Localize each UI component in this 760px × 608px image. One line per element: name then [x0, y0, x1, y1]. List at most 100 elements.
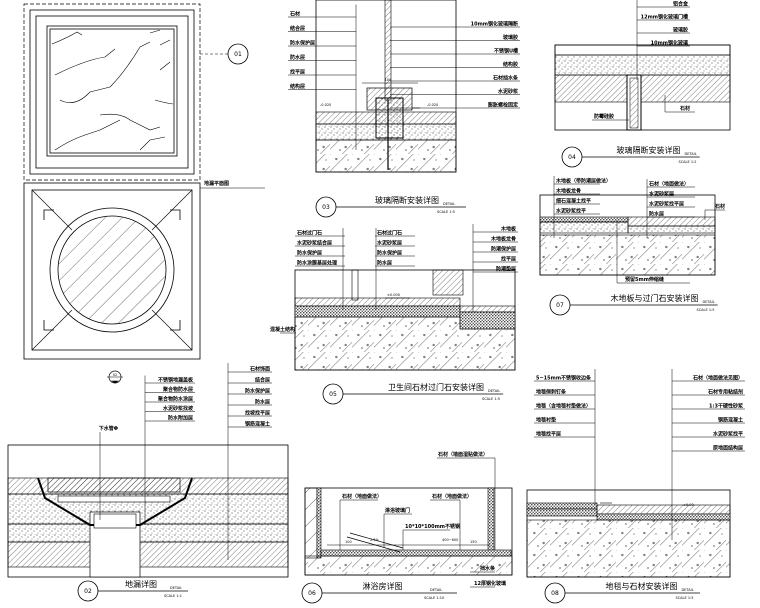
door-frame: [351, 269, 359, 301]
annotation-label: 玻璃胶: [673, 27, 688, 34]
annotation-label: 石材专用粘结剂: [707, 389, 743, 396]
annotation-label: 石材: [289, 11, 300, 18]
annotation-label: 下水管Φ: [99, 425, 118, 432]
mortar: [596, 513, 731, 521]
detail-scale: SCALE 1:2: [679, 160, 697, 164]
drain-ring: [49, 207, 175, 333]
annotation-label: 细石混凝土找平: [556, 198, 591, 205]
steel-channel: [375, 97, 404, 139]
annotation-label: 10mm钢化玻璃: [651, 40, 688, 47]
annotation-label: 石材: [714, 203, 725, 210]
annotation-label: 防水保护层: [245, 388, 270, 395]
detail-number: 04: [568, 154, 576, 161]
drawing-region: [46, 25, 178, 157]
drawing-region: [31, 189, 193, 351]
annotation-label: 石材（地面做法）: [431, 493, 472, 500]
annotation-label: 挡水条: [479, 565, 495, 572]
material-layer: [554, 74, 731, 103]
annotation-label: 150: [470, 540, 477, 544]
drain-seal: [57, 495, 171, 503]
annotation-label: 防水保护层: [290, 40, 315, 47]
stone-threshold: [294, 297, 461, 307]
detail-scale: SCALE 1:5: [676, 596, 694, 600]
corner-mark: [170, 320, 181, 331]
wall-finish: [487, 487, 495, 554]
annotation-label: 石材（墙面湿贴做法）: [437, 451, 488, 458]
annotation-label: 防水附加层: [168, 415, 193, 422]
annotation-label: 防潮保护层: [491, 246, 516, 253]
annotation-label: 10*10*100mm不锈钢: [405, 523, 460, 530]
material-layer: [7, 541, 289, 568]
annotation-label: 12mm钢化玻璃门槽: [641, 14, 688, 21]
detail-tag: DETAIL: [430, 588, 442, 592]
annotation-label: 木地板: [500, 226, 517, 233]
annotation-label: 结构层: [290, 83, 305, 90]
annotation-label: 结构胶: [503, 61, 518, 68]
slab: [304, 555, 513, 576]
detail-title: 地毯与石材安装详图: [606, 581, 678, 591]
detail-number: 07: [556, 302, 564, 309]
detail-tag: DETAIL: [170, 586, 182, 590]
drain-cover: [57, 215, 167, 325]
wood-floor: [459, 305, 516, 313]
annotation-label: 400~600: [442, 538, 458, 542]
annotation-label: 水泥砂浆找平: [712, 431, 743, 438]
material-layer: [7, 523, 289, 543]
detail-scale: SCALE 1:1: [164, 594, 182, 598]
annotation-label: 混凝土结构: [270, 326, 295, 333]
detail-title: 地漏详图: [125, 579, 157, 589]
drawing-region: [23, 182, 201, 360]
annotation-label: 2.5%: [370, 538, 380, 542]
material-layer: [539, 221, 629, 234]
annotation-label: 木地板龙骨: [555, 188, 581, 195]
material-layer: [554, 44, 731, 56]
annotation-label: 石材: [679, 105, 690, 112]
marble-vein: [149, 29, 161, 34]
annotation-label: -0.020: [427, 103, 438, 107]
detail-number: 03: [322, 204, 330, 211]
annotation-label: 淋浴玻璃门: [385, 507, 410, 514]
annotation-label: 防水涂膜基层处理: [297, 260, 337, 267]
marble-vein: [59, 41, 151, 103]
detail-title: 淋浴房详图: [363, 581, 403, 591]
annotation-label: 石材饰面: [249, 366, 270, 373]
marble-vein: [54, 48, 116, 76]
drawing-region: [29, 9, 195, 175]
annotation-label: 水泥砂浆: [497, 88, 519, 95]
annotation-label: 水泥砂浆层: [648, 191, 674, 198]
stone-floor: [596, 504, 731, 515]
annotation-label: 钢筋混凝土: [718, 417, 743, 424]
annotation-label: 地毯倒刺钉条: [536, 389, 566, 396]
marble-vein: [51, 31, 83, 45]
annotation-label: 防潮垫层: [496, 266, 516, 273]
plan-title: 地漏平面图: [204, 180, 229, 187]
annotation-label: 地毯（含地毯衬垫做法）: [536, 403, 591, 410]
wood-floor: [539, 216, 629, 223]
annotation-label: 木地板龙骨: [490, 236, 516, 243]
detail-number: 06: [308, 590, 316, 597]
annotation-label: 100: [385, 78, 392, 82]
annotation-label: 10mm钢化玻璃隔断: [471, 21, 518, 28]
glass-edge: [629, 77, 639, 129]
annotation-label: 地毯衬垫: [536, 417, 556, 424]
annotation-label: 水泥砂浆层: [376, 240, 402, 247]
wall-finish: [316, 487, 322, 559]
annotation-label: 石材过门石: [376, 230, 402, 237]
shower-door: [346, 532, 404, 553]
annotation-label: 防水层: [290, 54, 305, 61]
stone-threshold: [627, 216, 716, 227]
annotation-label: 防水保护层: [297, 250, 322, 257]
annotation-label: 预留5mm伸缩缝: [625, 276, 664, 283]
annotation-label: 钢筋混凝土: [245, 421, 270, 428]
annotation-label: 12厚钢化玻璃: [474, 580, 506, 587]
annotation-label: 1:3干硬性砂浆: [709, 403, 744, 410]
marble-vein: [99, 113, 161, 131]
annotation-label: 5~15mm不锈钢收边条: [536, 375, 591, 382]
annotation-label: -0.020: [320, 103, 331, 107]
detail-scale: SCALE 1:5: [437, 210, 455, 214]
corner-mark: [170, 209, 181, 220]
wall: [304, 487, 318, 559]
annotation-label: 木地板（带防潮层做法）: [555, 178, 611, 185]
annotation-label: 石材（地面做法）: [648, 181, 689, 188]
